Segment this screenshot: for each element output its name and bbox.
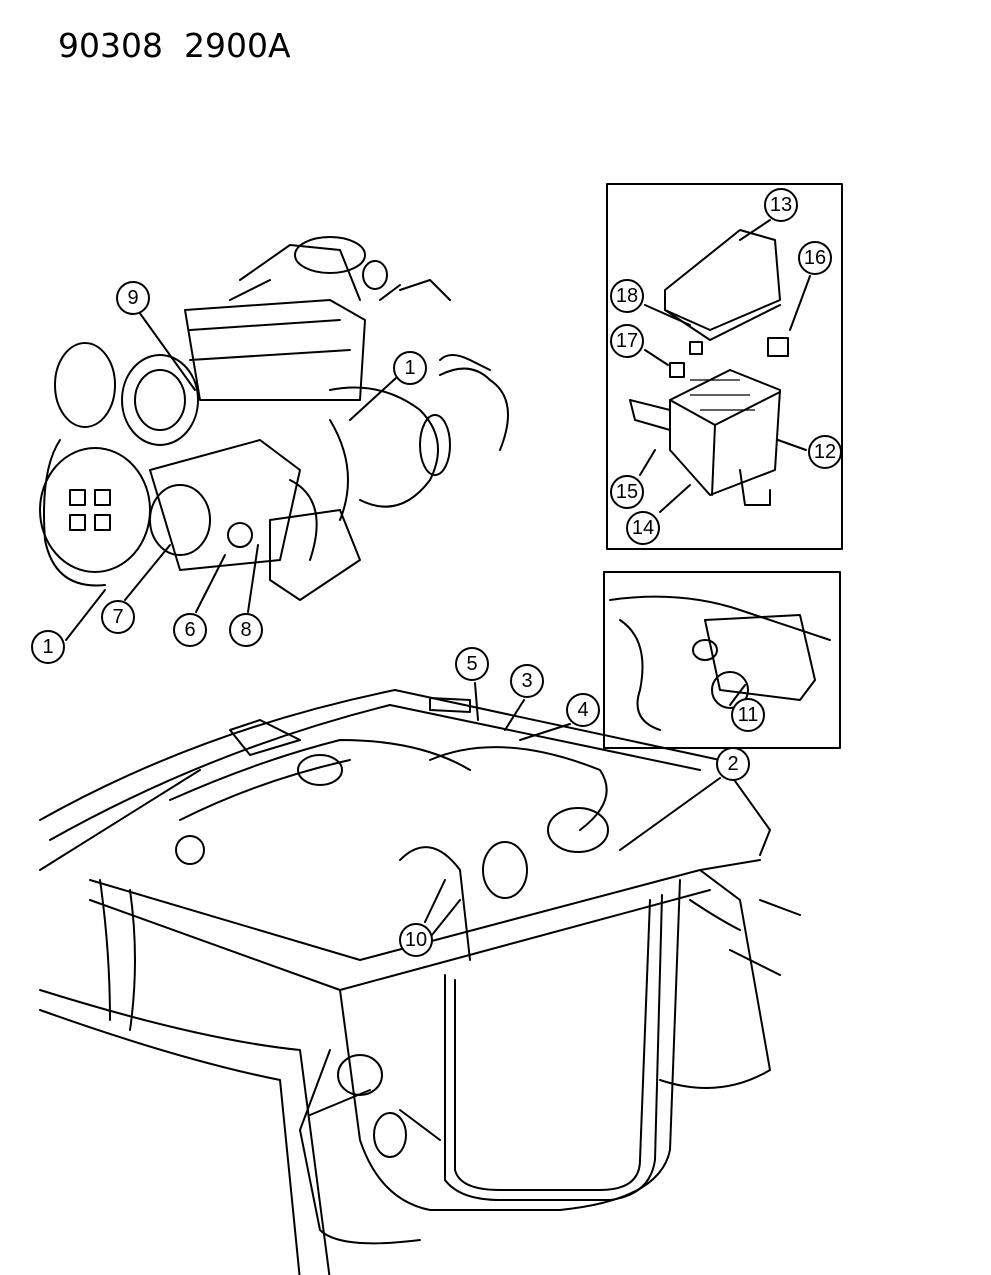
leader-lines xyxy=(65,219,811,923)
svg-text:12: 12 xyxy=(814,441,836,463)
callout-2: 2 xyxy=(716,747,750,781)
inset-control-module xyxy=(603,571,841,749)
callout-5: 5 xyxy=(455,647,489,681)
diagram-reference-code: 90308 2900A xyxy=(58,26,291,65)
svg-text:2: 2 xyxy=(727,753,738,775)
svg-text:16: 16 xyxy=(804,247,826,269)
callout-1-lower: 1 xyxy=(31,630,65,664)
callout-4: 4 xyxy=(566,693,600,727)
callout-6: 6 xyxy=(173,613,207,647)
svg-text:1: 1 xyxy=(42,636,53,658)
callout-13: 13 xyxy=(764,188,798,222)
callout-1-upper: 1 xyxy=(393,351,427,385)
svg-text:11: 11 xyxy=(738,704,759,726)
callout-18: 18 xyxy=(610,279,644,313)
inset-power-distribution-center xyxy=(606,183,843,550)
callout-17: 17 xyxy=(610,324,644,358)
svg-text:5: 5 xyxy=(466,653,477,675)
callout-14: 14 xyxy=(626,511,660,545)
vehicle-body-illustration xyxy=(39,689,801,1275)
svg-text:15: 15 xyxy=(616,481,638,503)
callout-15: 15 xyxy=(610,475,644,509)
callout-8: 8 xyxy=(229,613,263,647)
engine-illustration xyxy=(39,236,509,601)
svg-text:14: 14 xyxy=(632,517,654,539)
callout-7: 7 xyxy=(101,600,135,634)
svg-text:3: 3 xyxy=(521,670,532,692)
callout-16: 16 xyxy=(798,241,832,275)
svg-text:9: 9 xyxy=(127,287,138,309)
callout-10: 10 xyxy=(399,923,433,957)
callout-12: 12 xyxy=(808,435,842,469)
svg-text:1: 1 xyxy=(404,357,415,379)
svg-text:13: 13 xyxy=(770,194,792,216)
svg-text:8: 8 xyxy=(240,619,251,641)
callout-9: 9 xyxy=(116,281,150,315)
callout-3: 3 xyxy=(510,664,544,698)
callout-11: 11 xyxy=(731,698,765,732)
svg-text:7: 7 xyxy=(112,606,123,628)
svg-text:17: 17 xyxy=(616,330,638,352)
svg-text:4: 4 xyxy=(577,699,588,721)
svg-text:6: 6 xyxy=(184,619,195,641)
svg-text:18: 18 xyxy=(616,285,638,307)
svg-text:10: 10 xyxy=(405,929,427,951)
